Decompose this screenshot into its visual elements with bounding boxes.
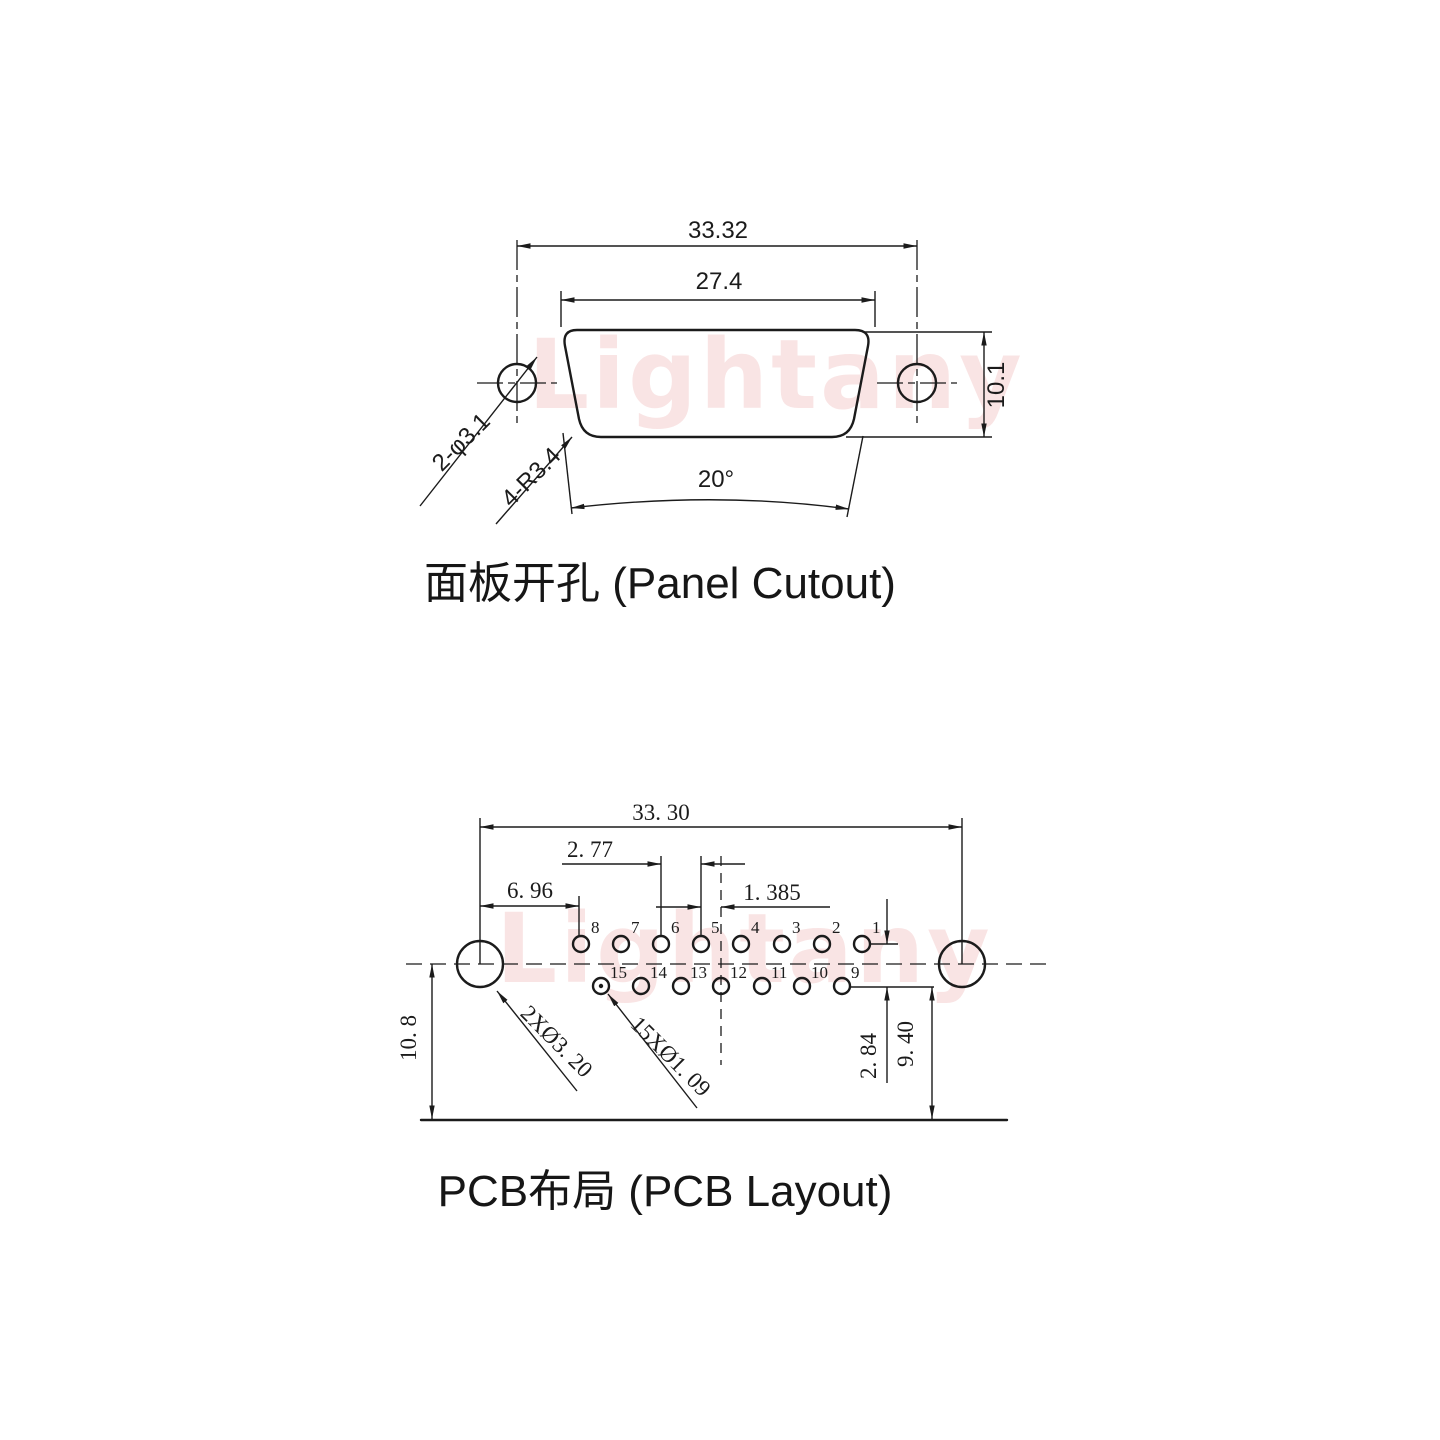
mount-hole-left	[496, 362, 538, 404]
pin-15-center-mark	[598, 983, 604, 989]
pin-hole-14	[631, 976, 651, 996]
pin-label: 9	[851, 963, 860, 982]
pin-label: 14	[650, 963, 668, 982]
pin-label: 13	[690, 963, 707, 982]
leader-line	[495, 436, 573, 525]
dim-pin-pitch: 2. 77	[567, 837, 613, 862]
leader-line	[607, 993, 698, 1109]
pin-hole-7	[611, 934, 631, 954]
pin-label: 4	[751, 918, 760, 937]
watermark: Lightany	[528, 319, 1025, 431]
pin-hole-13	[671, 976, 691, 996]
pin-hole-4	[731, 934, 751, 954]
pin-label: 11	[771, 963, 787, 982]
watermark: Lightany	[496, 893, 993, 1005]
pin-label: 3	[792, 918, 801, 937]
dim-row-offset: 1. 385	[743, 880, 801, 905]
pin-row-top: 8 7 6 5 4 3 2 1	[571, 918, 881, 954]
pin-label: 15	[610, 963, 627, 982]
pin-label: 1	[872, 918, 881, 937]
pin-label: 10	[811, 963, 828, 982]
dim-height: 10.1	[983, 362, 1010, 409]
pin-hole-2	[812, 934, 832, 954]
mount-hole-right	[896, 362, 938, 404]
dim-hole-span: 33. 30	[632, 800, 690, 825]
dim-hole-to-pin: 6. 96	[507, 878, 553, 903]
leader-line	[496, 990, 578, 1092]
pin-hole-3	[772, 934, 792, 954]
leader-line	[419, 356, 538, 507]
dim-left-height: 10. 8	[396, 1015, 421, 1061]
angle-arc	[570, 499, 850, 510]
angle-label: 20°	[698, 466, 734, 493]
panel-cutout-title: 面板开孔 (Panel Cutout)	[424, 559, 896, 608]
pin-hole-15	[591, 976, 611, 996]
dim-opening-width: 27.4	[696, 268, 743, 295]
pin-label: 6	[671, 918, 680, 937]
angle-extension-line	[562, 432, 573, 515]
dim-outer-width: 33.32	[688, 217, 748, 244]
pin-row-bottom: 15 14 13 12 11 10 9	[591, 963, 860, 996]
pcb-layout-title: PCB布局 (PCB Layout)	[438, 1167, 893, 1216]
pin-label: 12	[730, 963, 747, 982]
dim-row-to-edge: 9. 40	[893, 1021, 918, 1067]
pin-hole-10	[792, 976, 812, 996]
pin-label: 8	[591, 918, 600, 937]
pin-label: 2	[832, 918, 841, 937]
pin-hole-12	[711, 976, 731, 996]
dim-row-spacing: 2. 84	[856, 1033, 881, 1080]
pin-label: 5	[711, 918, 720, 937]
pin-label: 7	[631, 918, 640, 937]
angle-extension-line	[846, 435, 864, 518]
pin-hole-9	[832, 976, 852, 996]
pin-hole-11	[752, 976, 772, 996]
pin-hole-8	[571, 934, 591, 954]
pin-hole-6	[651, 934, 671, 954]
dsub-cutout-outline	[563, 328, 870, 439]
pin-hole-5	[691, 934, 711, 954]
